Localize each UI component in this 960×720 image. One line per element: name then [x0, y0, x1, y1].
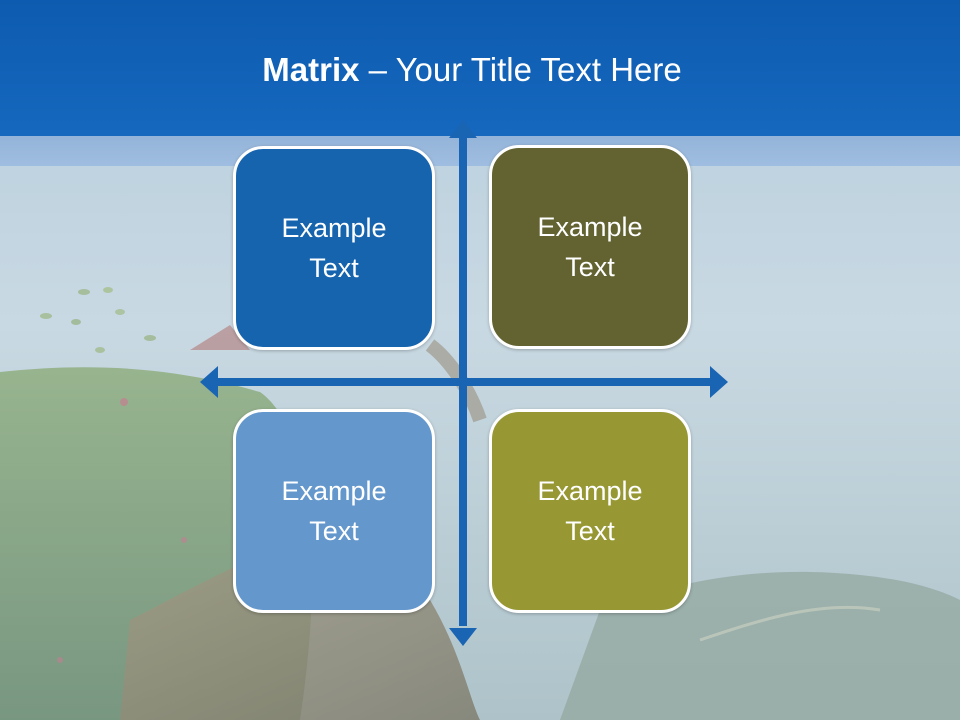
quadrant-bottom-right-text: Example Text [537, 476, 643, 546]
quadrant-bottom-left-text: Example Text [281, 476, 387, 546]
title-band [0, 136, 960, 166]
arrow-head-left [200, 366, 218, 398]
title-rest: – Your Title Text Here [359, 51, 682, 88]
quadrant-top-right-text: Example Text [537, 212, 643, 282]
title-strong: Matrix [262, 51, 360, 88]
quadrant-top-left: Example Text [233, 146, 435, 350]
quadrant-top-right: Example Text [489, 145, 691, 349]
slide-title: Matrix – Your Title Text Here [0, 50, 944, 90]
horizontal-axis-shaft [218, 378, 710, 386]
title-bar [0, 0, 960, 136]
quadrant-top-left-text: Example Text [281, 213, 387, 283]
arrow-head-down [449, 628, 477, 646]
quadrant-bottom-left: Example Text [233, 409, 435, 613]
quadrant-bottom-right: Example Text [489, 409, 691, 613]
arrow-head-up [449, 120, 477, 138]
arrow-head-right [710, 366, 728, 398]
